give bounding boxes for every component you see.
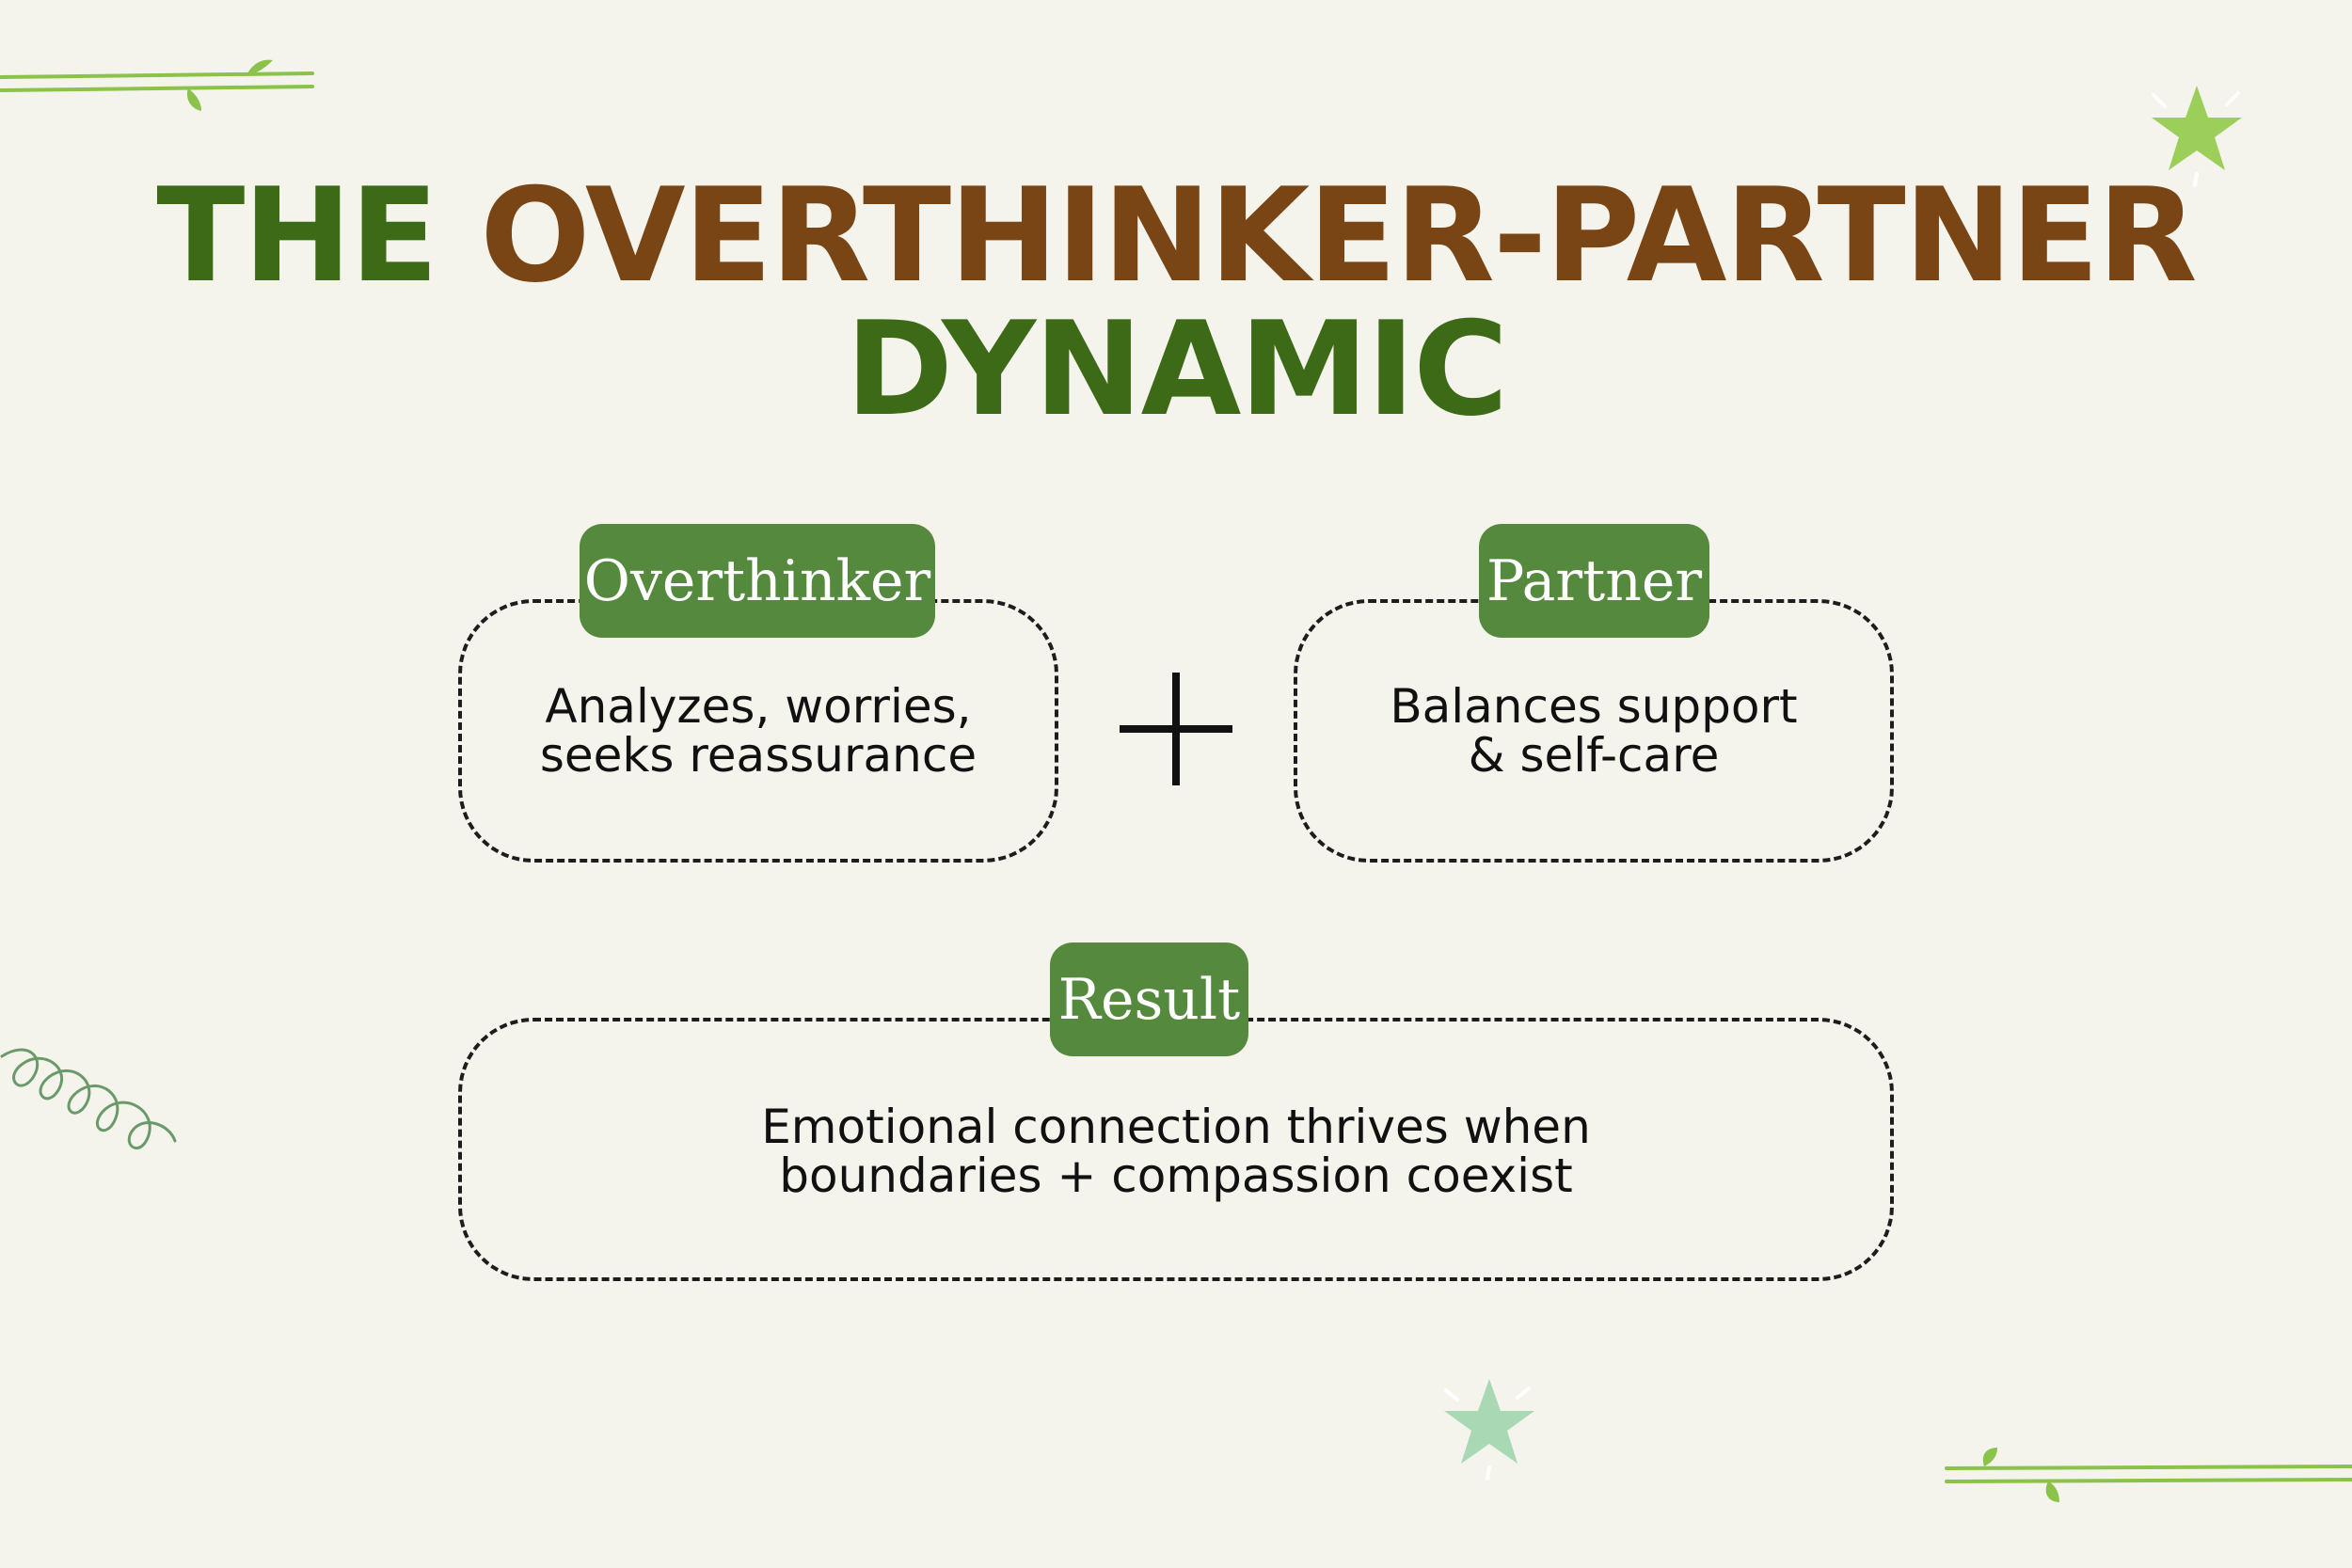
result-description: Emotional connection thrives when bounda… [462,1102,1890,1200]
spiral-icon [0,1030,188,1180]
star-icon [1435,1373,1548,1481]
partner-line1: Balances support [1297,682,1890,731]
plus-icon [1120,673,1232,785]
overthinker-tag: Overthinker [580,524,935,638]
result-tag: Result [1050,942,1248,1056]
branch-icon [0,56,320,122]
partner-box: Balances support & self-care [1294,599,1894,863]
result-line2: boundaries + compassion coexist [462,1151,1890,1200]
result-box: Emotional connection thrives when bounda… [458,1018,1894,1281]
page-title-line2: DYNAMIC [0,303,2352,436]
overthinker-box: Analyzes, worries, seeks reassurance [458,599,1058,863]
result-line1: Emotional connection thrives when [462,1102,1890,1151]
partner-description: Balances support & self-care [1297,682,1890,780]
title-word-overthinker-partner: OVERTHINKER-PARTNER [480,160,2195,311]
title-word-the: THE [156,160,437,311]
overthinker-description: Analyzes, worries, seeks reassurance [462,682,1055,780]
partner-line2: & self-care [1297,731,1890,780]
branch-icon [1943,1444,2352,1510]
page-title-line1: THE OVERTHINKER-PARTNER [0,169,2352,303]
partner-tag: Partner [1479,524,1709,638]
overthinker-line1: Analyzes, worries, [462,682,1055,731]
overthinker-line2: seeks reassurance [462,731,1055,780]
